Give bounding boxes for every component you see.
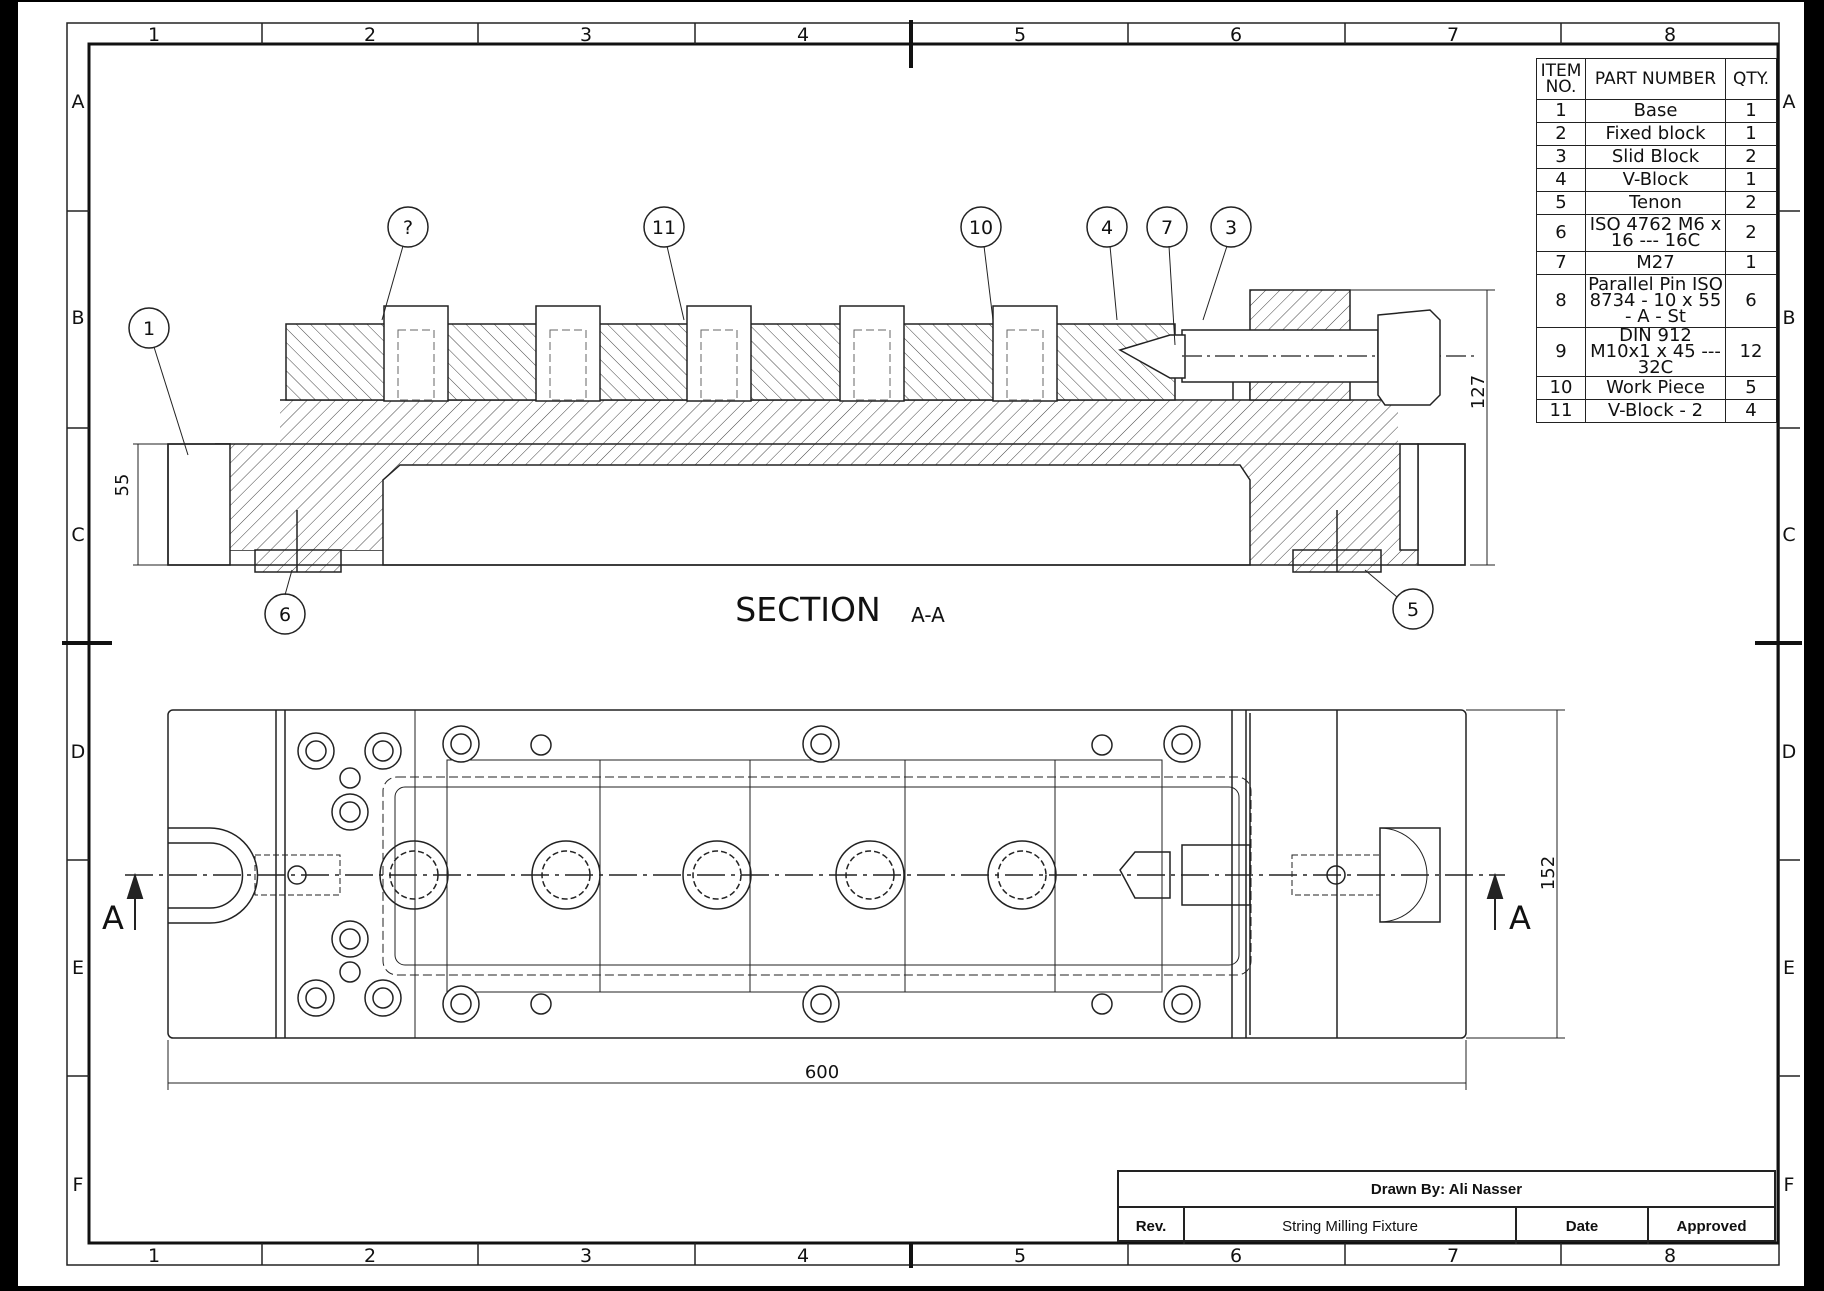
paper — [18, 2, 1804, 1286]
section-view — [167, 289, 1475, 573]
section-arrows — [126, 872, 1504, 930]
balloon-2-label: ? — [403, 217, 413, 239]
zone-row-c-right: C — [1782, 524, 1795, 546]
zone-row-b-right: B — [1782, 307, 1795, 329]
dim-55 — [133, 443, 168, 566]
zone-ticks — [67, 23, 1800, 1265]
zone-labels: 1 2 3 4 5 6 7 8 1 2 3 4 5 6 7 8 A B C D … — [71, 24, 1797, 1267]
balloon-11-label: 11 — [652, 217, 676, 239]
center-marks — [62, 20, 1802, 1268]
zone-row-a-right: A — [1783, 91, 1796, 113]
dim-127-label: 127 — [1468, 375, 1489, 409]
balloon-7 — [1146, 206, 1188, 248]
zone-col-3: 3 — [580, 24, 592, 46]
balloon-1-label: 1 — [143, 318, 155, 340]
zone-col-5: 5 — [1014, 24, 1026, 46]
section-title: SECTION — [735, 590, 880, 629]
rev-label: Rev. — [1119, 1208, 1185, 1244]
zone-col-4: 4 — [797, 24, 809, 46]
balloon-5 — [1392, 588, 1434, 630]
zone-row-d: D — [71, 741, 86, 763]
bom-header-qty: QTY. — [1725, 58, 1777, 100]
balloon-4-label: 4 — [1101, 217, 1113, 239]
zone-col-2-bottom: 2 — [364, 1245, 376, 1267]
section-suffix: A-A — [911, 603, 945, 627]
approved-label: Approved — [1676, 1217, 1747, 1235]
dim-127 — [1340, 289, 1495, 566]
bom-header-item: ITEM NO. — [1536, 58, 1586, 100]
balloon-10-label: 10 — [969, 217, 993, 239]
zone-col-8: 8 — [1664, 24, 1676, 46]
zone-row-a: A — [72, 91, 85, 113]
balloon-3 — [1210, 206, 1252, 248]
balloon-1 — [128, 307, 170, 349]
dim-152-label: 152 — [1538, 856, 1559, 890]
section-mark-right: A — [1509, 899, 1531, 937]
balloon-2 — [387, 206, 429, 248]
balloon-10 — [960, 206, 1002, 248]
zone-col-2: 2 — [364, 24, 376, 46]
zone-col-1-bottom: 1 — [148, 1245, 160, 1267]
balloon-7-label: 7 — [1161, 217, 1173, 239]
zone-col-6-bottom: 6 — [1230, 1245, 1242, 1267]
zone-col-3-bottom: 3 — [580, 1245, 592, 1267]
zone-col-4-bottom: 4 — [797, 1245, 809, 1267]
leaders — [153, 245, 1398, 598]
dim-600 — [167, 1040, 1467, 1090]
zone-col-7-bottom: 7 — [1447, 1245, 1459, 1267]
zone-row-b: B — [71, 307, 84, 329]
zone-row-e: E — [72, 957, 84, 979]
date-label: Date — [1517, 1208, 1649, 1244]
title-block: Drawn By: Ali Nasser Rev. String Milling… — [1117, 1170, 1776, 1244]
balloon-labels: ? 11 10 4 7 3 1 6 5 — [143, 217, 1419, 626]
balloons — [128, 206, 1434, 635]
zone-col-1: 1 — [148, 24, 160, 46]
bom-header-part: PART NUMBER — [1585, 58, 1726, 100]
zone-col-7: 7 — [1447, 24, 1459, 46]
dim-600-label: 600 — [805, 1062, 839, 1083]
section-mark-left: A — [102, 899, 124, 937]
zone-row-c: C — [71, 524, 84, 546]
dim-55-label: 55 — [112, 474, 133, 497]
drawn-by: Drawn By: Ali Nasser — [1119, 1172, 1774, 1208]
balloon-5-label: 5 — [1407, 599, 1419, 621]
balloon-11 — [643, 206, 685, 248]
balloon-6-label: 6 — [279, 604, 291, 626]
drawing-title: String Milling Fixture — [1185, 1208, 1517, 1244]
zone-row-f-right: F — [1784, 1174, 1795, 1196]
top-view-holes — [297, 725, 1201, 1023]
zone-row-e-right: E — [1783, 957, 1795, 979]
zone-row-d-right: D — [1782, 741, 1797, 763]
zone-col-8-bottom: 8 — [1664, 1245, 1676, 1267]
dim-152 — [1466, 709, 1565, 1039]
balloon-4 — [1086, 206, 1128, 248]
zone-col-5-bottom: 5 — [1014, 1245, 1026, 1267]
zone-col-6: 6 — [1230, 24, 1242, 46]
zone-row-f: F — [73, 1174, 84, 1196]
balloon-3-label: 3 — [1225, 217, 1237, 239]
